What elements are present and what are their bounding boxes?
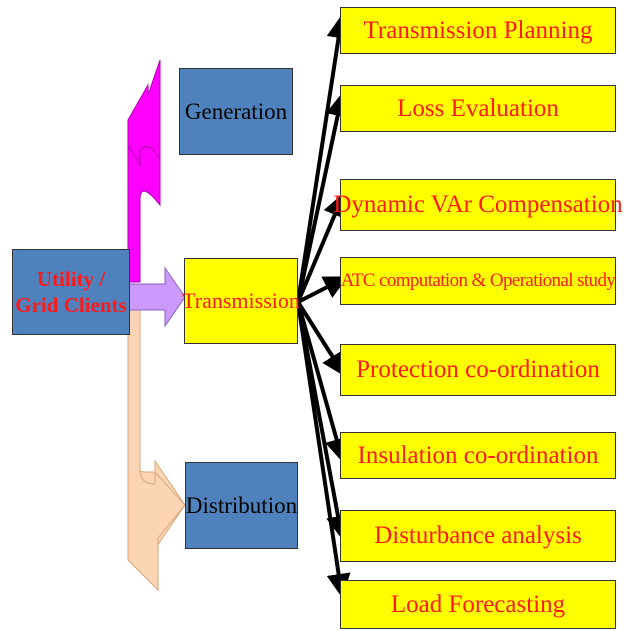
connector-arrow-3 (296, 192, 346, 303)
generation-label: Generation (184, 98, 288, 124)
study-label: Dynamic VAr Compensation (333, 191, 623, 218)
study-label: Load Forecasting (390, 590, 566, 618)
study-box-insulation-coordination: Insulation co-ordination (340, 432, 616, 479)
study-label: Insulation co-ordination (357, 441, 599, 469)
connector-arrow-8 (296, 301, 351, 598)
study-label: Loss Evaluation (397, 94, 559, 122)
study-box-atc-computation: ATC computation & Operational study (340, 257, 616, 305)
study-box-dynamic-var-compensation: Dynamic VAr Compensation (333, 179, 623, 231)
connector-arrow-2 (296, 92, 350, 303)
transmission-arrow (127, 266, 186, 328)
study-label: Disturbance analysis (374, 522, 582, 549)
generation-box: Generation (179, 68, 293, 155)
study-label: Protection co-ordination (356, 356, 600, 383)
distribution-box: Distribution (185, 462, 298, 549)
study-box-disturbance-analysis: Disturbance analysis (340, 510, 616, 562)
distribution-arrow-stem (127, 299, 186, 592)
utility-grid-clients-box: Utility / Grid Clients (12, 249, 130, 335)
transmission-box: Transmission (182, 258, 300, 344)
generation-arrow-head (127, 59, 161, 167)
transmission-label: Transmission (182, 288, 300, 313)
connector-arrow-1 (296, 14, 351, 303)
connector-arrow-4 (297, 276, 349, 304)
study-label: ATC computation & Operational study (340, 270, 616, 291)
connectors-group (296, 14, 351, 598)
utility-grid-clients-label: Utility / Grid Clients (15, 266, 127, 317)
study-label: Transmission Planning (363, 16, 593, 44)
connector-arrow-5 (296, 300, 346, 377)
study-box-loss-evaluation: Loss Evaluation (340, 85, 616, 132)
distribution-label: Distribution (185, 492, 298, 518)
connector-arrow-6 (296, 301, 349, 463)
study-box-protection-coordination: Protection co-ordination (340, 344, 616, 396)
study-box-transmission-planning: Transmission Planning (340, 7, 616, 54)
study-box-load-forecasting: Load Forecasting (340, 580, 616, 629)
